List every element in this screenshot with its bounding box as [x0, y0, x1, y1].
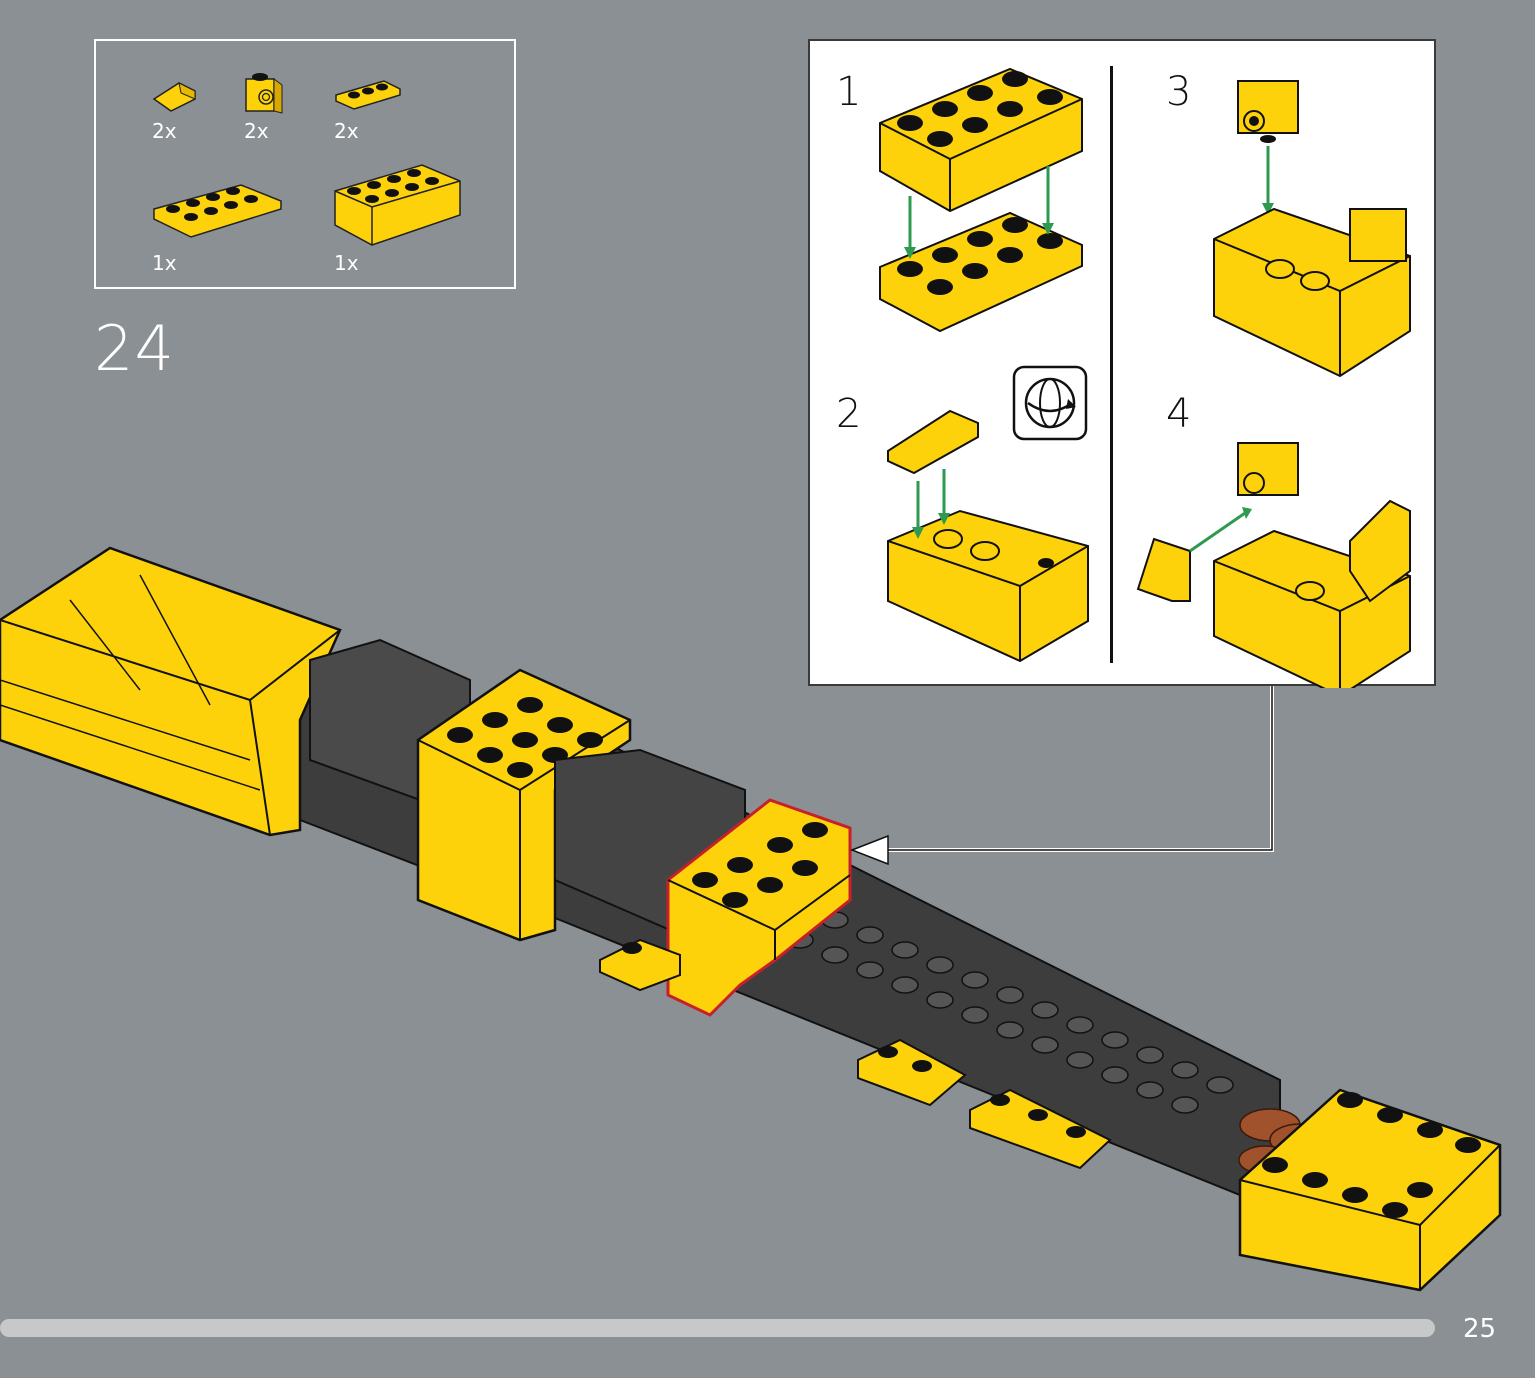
plate-1x3-qty: 2x: [334, 119, 359, 143]
plate-2x4-qty: 1x: [152, 251, 177, 275]
subassembly-callout-panel: 1 2 3 4: [808, 39, 1436, 688]
side-stud-brick-part-icon: [245, 73, 283, 114]
parts-list-box: 2x 2x 2x 1x 1x: [94, 39, 516, 289]
callout-arrowhead: [849, 834, 889, 866]
page-number: 25: [1463, 1314, 1497, 1344]
substep-number-3: 3: [1166, 69, 1192, 115]
slope-qty: 2x: [152, 119, 177, 143]
base-studs: [786, 911, 1234, 1114]
right-yellow-block: [1238, 1088, 1502, 1292]
substep-3-illustration: [1213, 80, 1411, 378]
substep-art: [879, 67, 1411, 688]
plate-2x4-part-icon: [153, 184, 282, 238]
side-stud-brick-qty: 2x: [244, 119, 269, 143]
substep-4-illustration: [1136, 442, 1411, 688]
left-yellow-block: [0, 546, 342, 837]
step-number: 24: [94, 312, 175, 385]
substep-number-2: 2: [836, 391, 862, 437]
rotate-model-icon: [1012, 365, 1088, 441]
progress-bar: [0, 1319, 1435, 1337]
callout-connector-line: [870, 686, 1274, 852]
yellow-plate-under-1: [599, 938, 681, 992]
brick-2x4-part-icon: [334, 164, 461, 246]
brick-2x4-qty: 1x: [334, 251, 359, 275]
yellow-plate-under-3: [969, 1088, 1112, 1170]
substep-divider: [1110, 66, 1113, 663]
plate-1x3-part-icon: [335, 80, 401, 110]
substep-1-illustration: [879, 67, 1083, 333]
substep-number-1: 1: [836, 69, 862, 115]
substep-2-illustration: [887, 409, 1089, 663]
slope-part-icon: [152, 82, 196, 112]
substep-number-4: 4: [1166, 391, 1192, 437]
